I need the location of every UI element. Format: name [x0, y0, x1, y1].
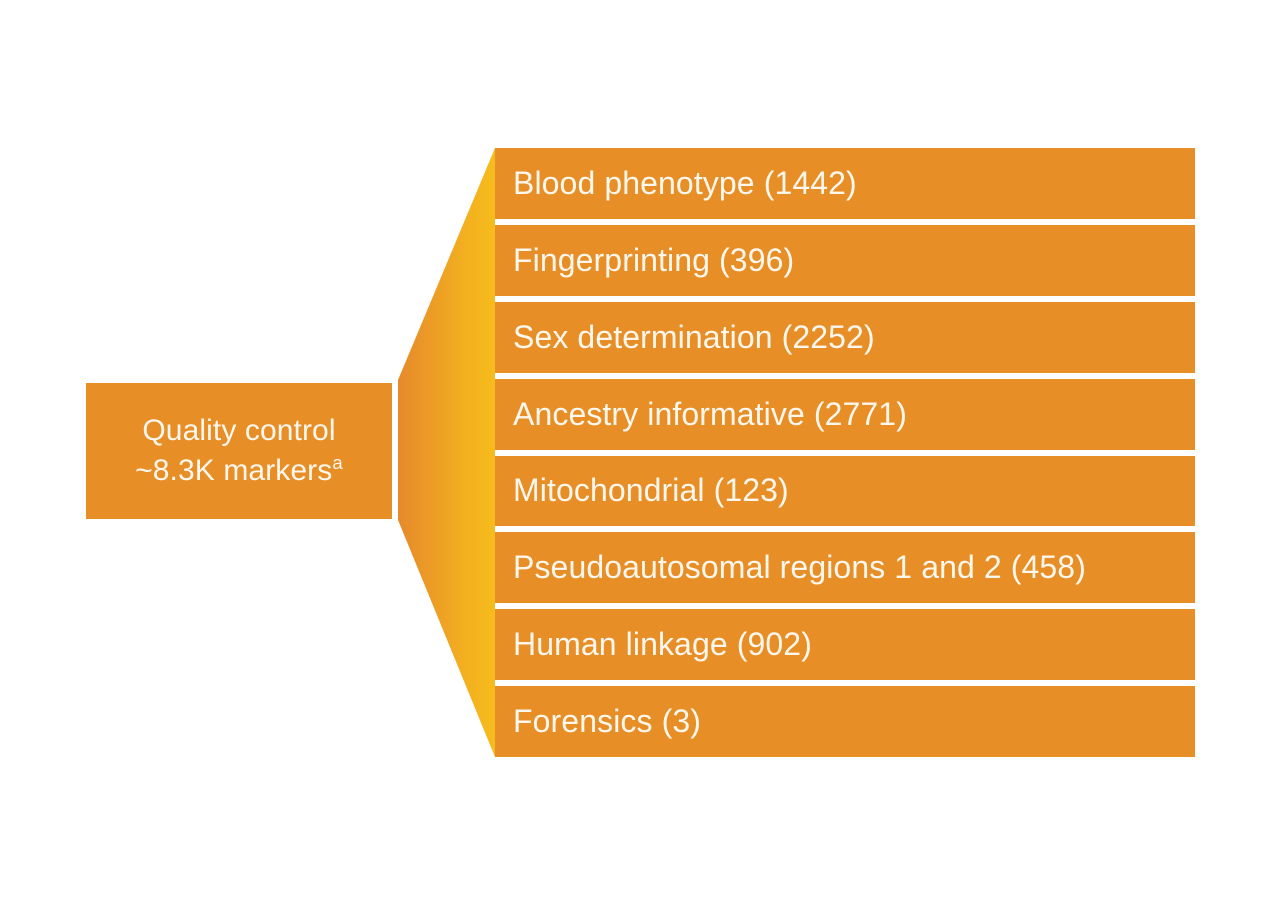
source-box: Quality control ~8.3K markersa [86, 383, 392, 519]
category-row-forensics[interactable]: Forensics (3) [495, 686, 1195, 757]
category-label: Pseudoautosomal regions 1 and 2 (458) [513, 549, 1086, 586]
category-label: Sex determination (2252) [513, 318, 875, 355]
category-row-human-linkage[interactable]: Human linkage (902) [495, 609, 1195, 681]
fan-connector-arrow [398, 148, 495, 757]
source-box-line2: ~8.3K markers [135, 454, 333, 487]
source-box-line1: Quality control [142, 413, 336, 447]
category-label: Forensics (3) [513, 703, 702, 740]
fan-polygon [398, 148, 495, 757]
category-label: Blood phenotype (1442) [513, 164, 857, 201]
category-row-mitochondrial[interactable]: Mitochondrial (123) [495, 455, 1195, 527]
category-label: Ancestry informative (2771) [513, 395, 907, 432]
category-list: Blood phenotype (1442) Fingerprinting (3… [495, 148, 1195, 757]
source-box-label: Quality control ~8.3K markersa [135, 411, 343, 492]
category-label: Human linkage (902) [513, 626, 812, 663]
category-row-blood-phenotype[interactable]: Blood phenotype (1442) [495, 148, 1195, 219]
category-label: Mitochondrial (123) [513, 472, 789, 509]
category-row-sex-determination[interactable]: Sex determination (2252) [495, 301, 1195, 373]
category-row-fingerprinting[interactable]: Fingerprinting (396) [495, 224, 1195, 296]
category-row-ancestry-informative[interactable]: Ancestry informative (2771) [495, 378, 1195, 450]
footnote-marker: a [332, 452, 343, 473]
category-label: Fingerprinting (396) [513, 241, 795, 278]
category-row-pseudoautosomal-regions[interactable]: Pseudoautosomal regions 1 and 2 (458) [495, 532, 1195, 604]
